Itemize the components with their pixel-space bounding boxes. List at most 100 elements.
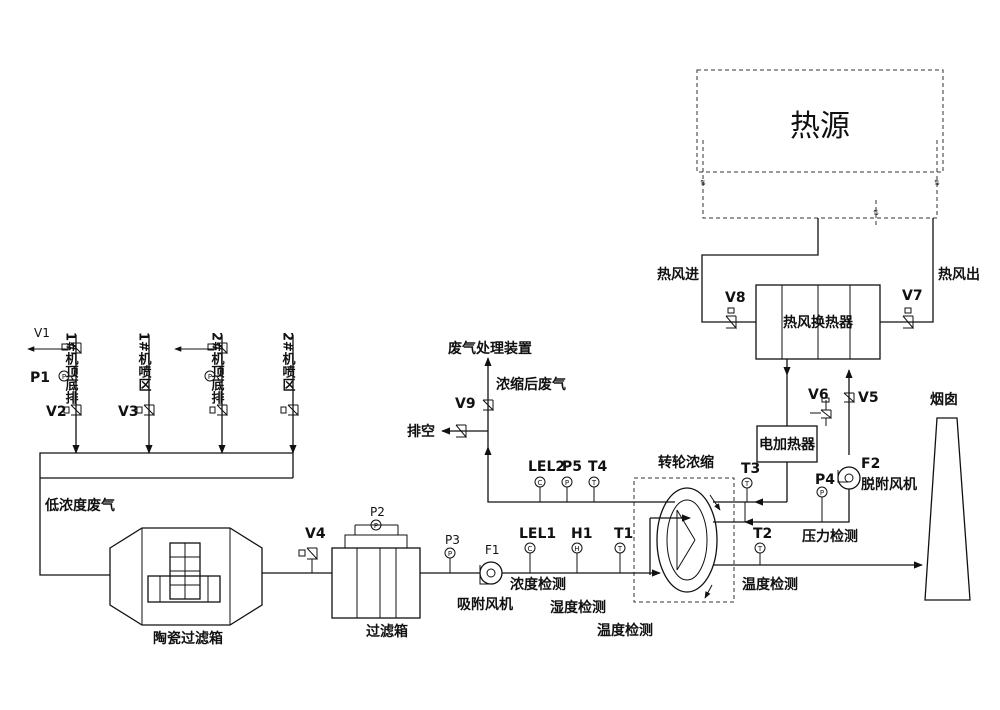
ceramic-filter-label: 陶瓷过滤箱 — [153, 630, 223, 647]
p3-label: P3 — [445, 533, 460, 547]
filter-box — [331, 524, 421, 619]
temp-check-right-label: 温度检测 — [742, 576, 798, 593]
filter-box-label: 过滤箱 — [366, 623, 408, 640]
adsorb-fan-label: 吸附风机 — [457, 596, 513, 613]
t4-label: T4 — [588, 459, 608, 475]
gauge-p2[interactable]: P — [370, 519, 382, 531]
svg-text:P: P — [208, 373, 212, 381]
t1-label: T1 — [614, 526, 633, 542]
rotor-label: 转轮浓缩 — [658, 454, 714, 471]
svg-text:T: T — [617, 545, 623, 553]
valve-v1[interactable] — [27, 342, 82, 355]
gauge-p1[interactable]: P — [58, 370, 76, 382]
concentrated-gas-label: 浓缩后废气 — [496, 376, 566, 393]
svg-text:C: C — [528, 545, 533, 553]
svg-text:P: P — [62, 373, 66, 381]
humidity-check-label: 湿度检测 — [550, 599, 606, 616]
lel2-label: LEL2 — [528, 459, 565, 475]
valve-4-spray[interactable] — [280, 404, 299, 417]
h1-label: H1 — [571, 526, 592, 542]
v5-label: V5 — [858, 390, 879, 406]
svg-text:P: P — [448, 550, 452, 558]
valve-v7[interactable] — [902, 307, 914, 330]
svg-text:⇅: ⇅ — [700, 179, 706, 187]
low-conc-gas-label: 低浓度废气 — [44, 497, 115, 514]
gauge-p5[interactable]: P — [561, 476, 573, 502]
valve-2-mid[interactable] — [209, 404, 228, 417]
gauge-lel1[interactable]: C — [524, 542, 536, 573]
hot-air-in-label: 热风进 — [657, 266, 699, 283]
svg-text:P: P — [374, 522, 378, 530]
heat-exchanger-label: 热风换热器 — [783, 314, 854, 331]
desorb-fan[interactable] — [837, 466, 861, 490]
valve-v6[interactable] — [810, 397, 832, 426]
heat-source-box: 热源 ⇅ ⇅ ⇅ — [696, 69, 944, 225]
vent-label: 排空 — [407, 423, 435, 440]
lel1-label: LEL1 — [519, 526, 556, 542]
gauge-t4[interactable]: T — [588, 476, 600, 502]
p5-label: P5 — [562, 459, 582, 475]
t2-label: T2 — [753, 526, 772, 542]
p2-label: P2 — [370, 505, 385, 519]
source-2-label: 1#机喷区 — [136, 332, 152, 392]
rotor-frame — [633, 477, 735, 603]
svg-text:T: T — [757, 545, 763, 553]
rotor-concentrator — [649, 487, 721, 599]
svg-text:T: T — [744, 480, 750, 488]
heat-source-label: 热源 — [790, 109, 850, 144]
gauge-t3[interactable]: T — [741, 477, 753, 502]
pressure-check-label: 压力检测 — [802, 528, 858, 545]
svg-text:⇅: ⇅ — [873, 209, 879, 217]
gauge-p4[interactable]: P — [816, 486, 828, 522]
svg-text:⇅: ⇅ — [934, 179, 940, 187]
desorb-fan-label: 脱附风机 — [861, 476, 917, 493]
chimney — [924, 417, 971, 601]
valve-v8[interactable] — [725, 307, 737, 330]
v1-label: V1 — [34, 326, 50, 340]
hot-air-out-label: 热风出 — [938, 266, 980, 283]
gauge-h1[interactable]: H — [571, 542, 583, 573]
svg-text:C: C — [538, 479, 543, 487]
gauge-2[interactable]: P — [204, 370, 222, 382]
vent-valve[interactable] — [455, 424, 467, 439]
svg-text:P: P — [565, 479, 569, 487]
hot-air-out-duct — [880, 218, 934, 323]
valve-v4[interactable] — [298, 547, 318, 573]
v2-label: V2 — [46, 404, 67, 420]
adsorb-fan-id: F1 — [485, 543, 500, 557]
v7-label: V7 — [902, 288, 923, 304]
v4-label: V4 — [305, 526, 326, 542]
svg-text:H: H — [574, 545, 579, 553]
v9-label: V9 — [455, 396, 476, 412]
svg-text:T: T — [591, 479, 597, 487]
hot-air-in-duct — [701, 218, 819, 323]
valve-v3[interactable] — [136, 404, 155, 417]
t3-label: T3 — [741, 461, 760, 477]
gauge-lel2[interactable]: C — [534, 476, 546, 502]
svg-text:P: P — [820, 489, 824, 497]
p4-label: P4 — [815, 472, 835, 488]
desorb-fan-id: F2 — [861, 456, 880, 472]
ceramic-filter-box — [109, 527, 263, 626]
exhaust-treatment-label: 废气处理装置 — [448, 340, 532, 357]
v8-label: V8 — [725, 290, 746, 306]
gauge-t2[interactable]: T — [754, 542, 766, 565]
chimney-label: 烟囱 — [930, 391, 958, 408]
p1-label: P1 — [30, 370, 50, 386]
valve-v9[interactable] — [482, 399, 494, 412]
gauge-t1[interactable]: T — [614, 542, 626, 573]
v3-label: V3 — [118, 404, 139, 420]
heat-exchanger — [755, 284, 881, 360]
valve-2-top[interactable] — [174, 342, 228, 355]
electric-heater-label: 电加热器 — [759, 436, 816, 453]
source-branches — [39, 335, 297, 576]
gauge-p3[interactable]: P — [444, 547, 456, 573]
temp-check-label: 温度检测 — [597, 622, 653, 639]
valve-v5[interactable] — [843, 392, 855, 404]
adsorb-fan[interactable] — [479, 561, 503, 585]
valve-v2[interactable] — [63, 404, 82, 417]
conc-check-label: 浓度检测 — [510, 576, 566, 593]
source-4-label: 2#机喷区 — [280, 332, 296, 392]
v6-label: V6 — [808, 387, 829, 403]
